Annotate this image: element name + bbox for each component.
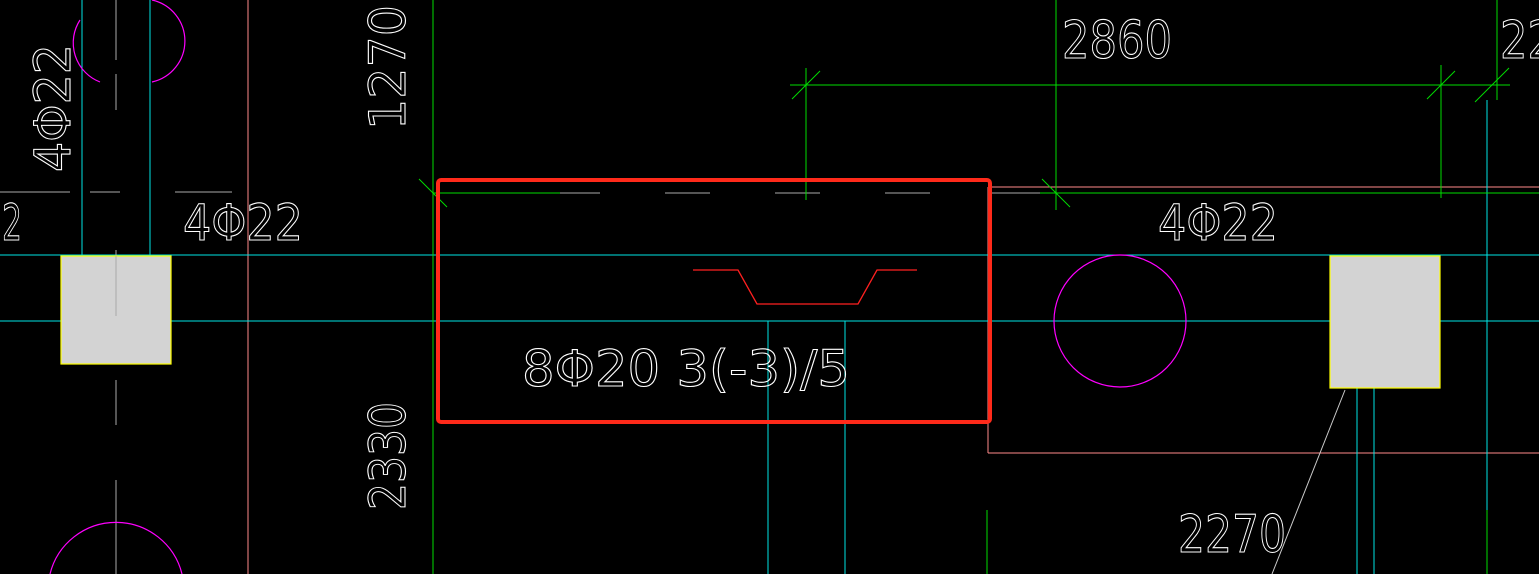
- section-symbol: [693, 269, 917, 305]
- column-right: [1329, 255, 1441, 389]
- dim-left-lower-label: 2330: [359, 402, 417, 510]
- dim-left-upper-label: 1270: [359, 5, 417, 130]
- highlight-box: [436, 178, 992, 424]
- rebar-left-vertical-label: 4Φ22: [24, 44, 82, 172]
- dim-top-right-label: 22: [1500, 11, 1539, 71]
- pile-circles: [49, 0, 1187, 574]
- rebar-left-label: 4Φ22: [183, 194, 303, 252]
- dim-top-label: 2860: [1062, 11, 1172, 71]
- dim-bottom-right-label: 2270: [1178, 505, 1286, 565]
- leader-line: [1271, 389, 1346, 574]
- rebar-left-edge-label: 2: [2, 194, 22, 252]
- beam-note-label: 8Φ20 3(-3)/5: [522, 340, 850, 398]
- rebar-right-label: 4Φ22: [1158, 194, 1278, 252]
